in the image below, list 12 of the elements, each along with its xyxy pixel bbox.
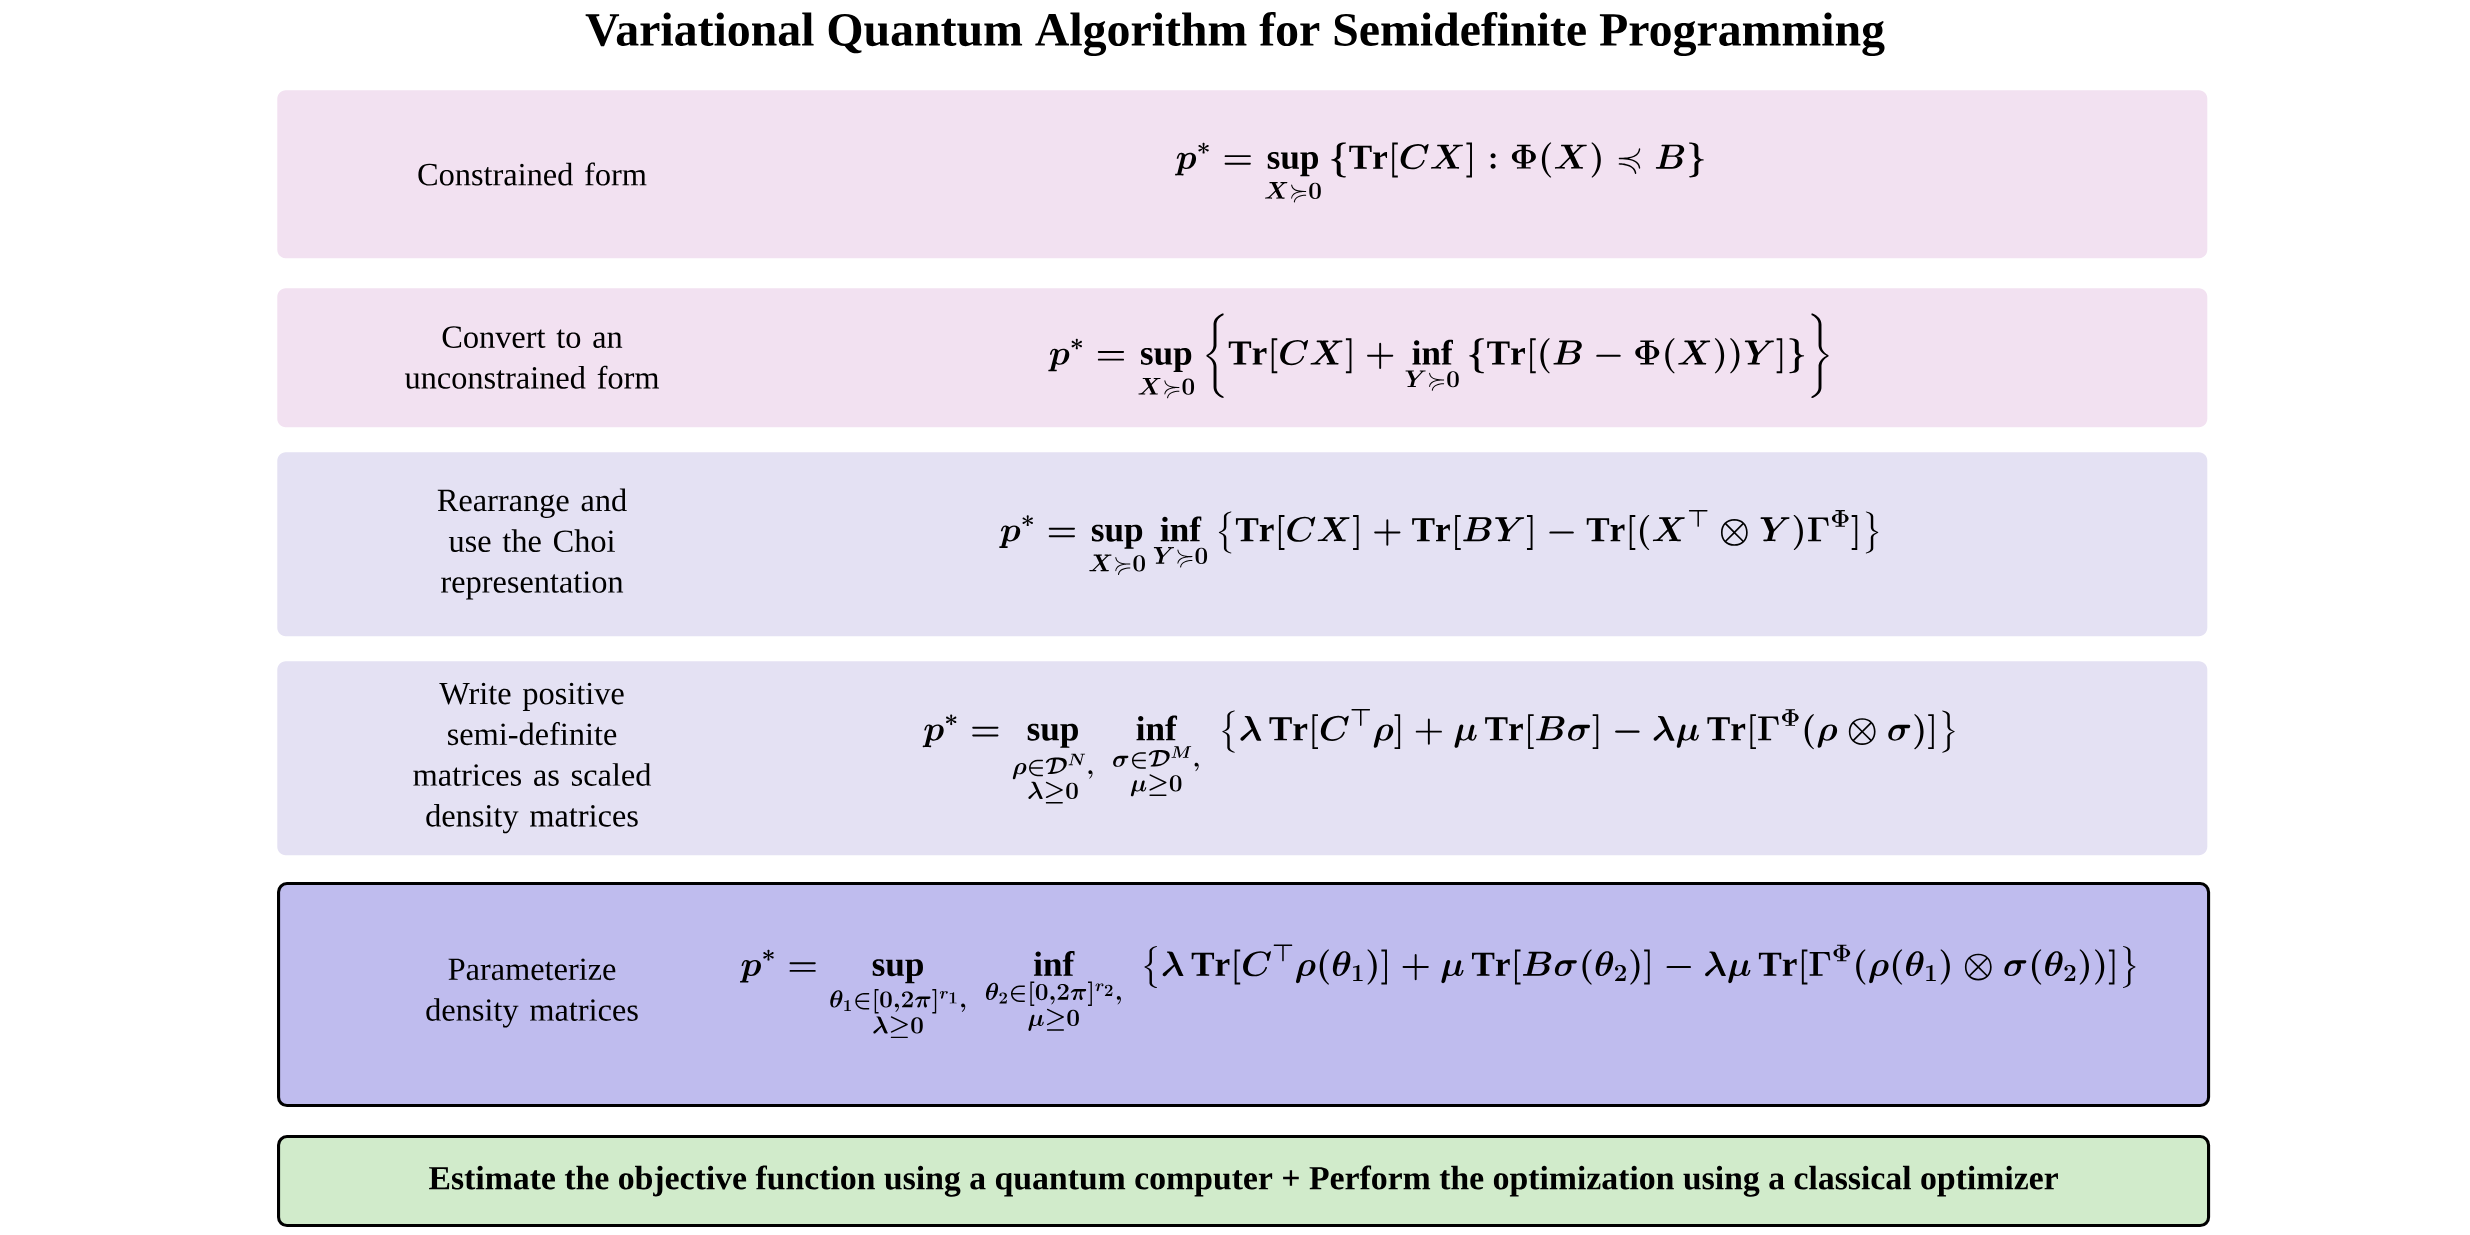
step-label: Convert to an unconstrained form [404, 326, 659, 389]
formula: $p^* = \sup_{X \succcurlyeq 0} \left\{ \mathrm{Tr}[CX] : \Phi(X) \preccurlyeq B \right\}$ [1175, 142, 1704, 203]
formula: $p^* = \sup_{\substack{\boldsymbol{\theta}_1 \in [0,2\pi]^{r_1}, \\ \lambda \geq 0}} \; \inf_{\substack{\boldsymbol{\theta}_2 \in [0,2\pi]^{r_2}, \\ \mu \geq 0}} \; \left\{ \lambda \, \mathrm{Tr}[C^\top \rho(\boldsymbol{\theta}_1)] + \mu \, \mathrm{Tr}[B\sigma(\boldsymbol{\theta}_2)] - \lambda\mu \, \mathrm{Tr}[\Gamma^\Phi (\rho(\boldsymbol{\theta}_1) \otimes \sigma(\boldsymbol{\theta}_2))] \right\}$ [739, 944, 2136, 1039]
summary-banner: Estimate the objective function using a quantum computer + Perform the optimization using a classical optimizer [277, 1135, 2211, 1228]
step-label: Parameterize density matrices [426, 958, 638, 1028]
formula: $p^* = \sup_{\substack{\rho \in \mathcal{D}^N, \\ \lambda \geq 0}} \; \inf_{\substack{\sigma \in \mathcal{D}^M, \\ \mu \geq 0}} \; \left\{ \lambda \, \mathrm{Tr}[C^\top \rho] + \mu \, \mathrm{Tr}[B\sigma] - \lambda\mu \, \mathrm{Tr}[\Gamma^\Phi (\rho \otimes \sigma)] \right\}$ [922, 709, 1955, 804]
step-label: Constrained form [418, 162, 647, 186]
formula: $p^* = \sup_{X \succcurlyeq 0} \left\{ \mathrm{Tr}[CX] + \inf_{Y \succcurlyeq 0} \left\{ \mathrm{Tr}[(B - \Phi(X))Y] \right\} \right\}$ [1048, 313, 1829, 399]
title: Variational Quantum Algorithm for Semidefinite Programming [585, 11, 1885, 57]
formula: $p^* = \sup_{X \succcurlyeq 0} \inf_{Y \succcurlyeq 0} \left\{ \mathrm{Tr}[CX] + \mathrm{Tr}[BY] - \mathrm{Tr}[(X^\top \otimes Y)\Gamma^\Phi] \right\}$ [999, 509, 1879, 575]
step-label: Write positive semi-definite matrices as scaled density matrices [413, 682, 652, 834]
step-label: Rearrange and use the Choi representation [437, 488, 627, 600]
